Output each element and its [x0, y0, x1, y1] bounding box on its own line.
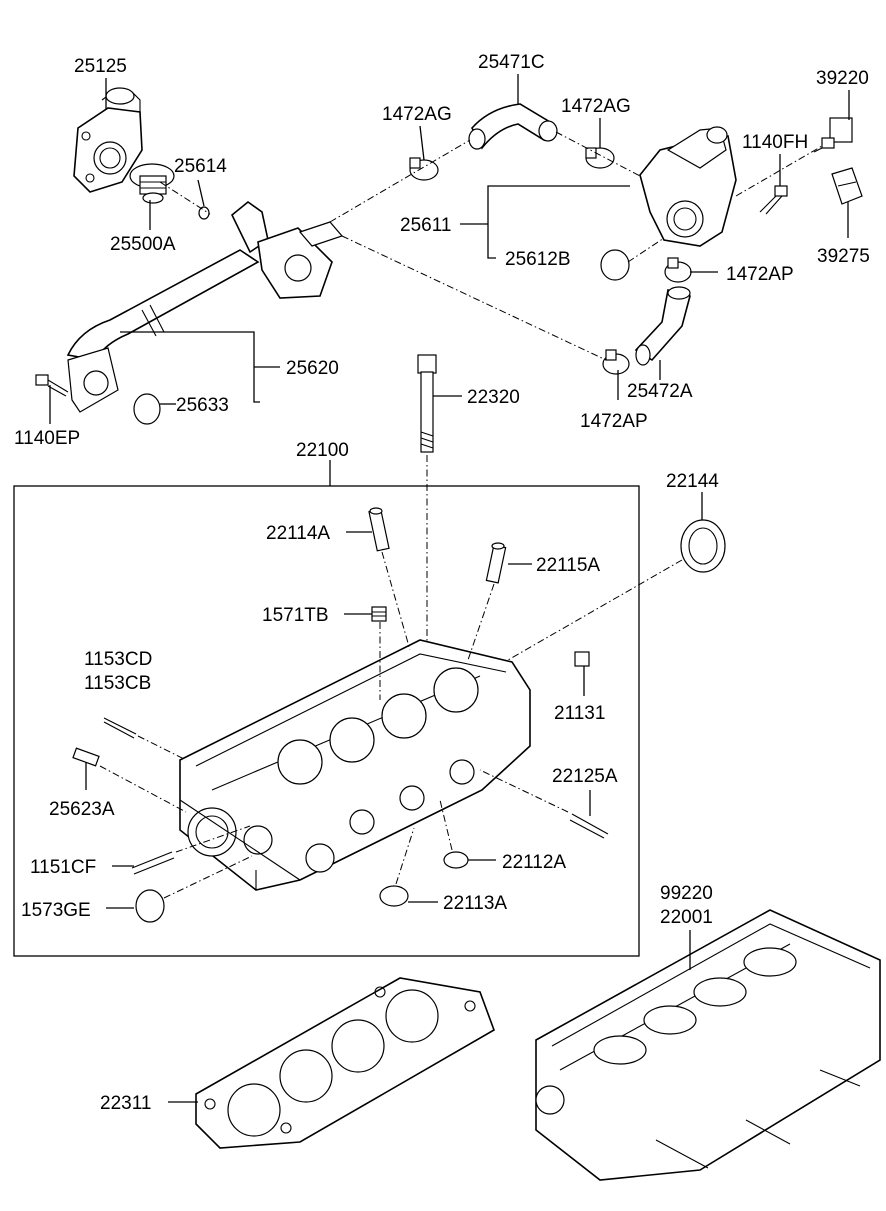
label-22112A: 22112A	[502, 852, 566, 873]
label-1472AG-left: 1472AG	[382, 104, 452, 125]
part-1140EP-bolt[interactable]	[35, 374, 69, 397]
label-22001: 22001	[660, 907, 713, 928]
part-25623A-dowel[interactable]	[72, 747, 100, 767]
dash-pipe-to-lower-hose	[341, 235, 607, 361]
label-25612B: 25612B	[505, 249, 571, 270]
label-25125: 25125	[74, 56, 127, 77]
label-1571TB: 1571TB	[262, 605, 329, 626]
dash-1151CF	[175, 825, 251, 853]
part-1472AP-clamp-lower[interactable]	[602, 349, 630, 375]
label-25611: 25611	[400, 215, 451, 236]
part-22115A-valve-guide[interactable]	[485, 542, 507, 584]
label-25472A: 25472A	[627, 381, 693, 402]
part-22125A-stud[interactable]	[569, 813, 609, 839]
label-22113A: 22113A	[443, 893, 507, 914]
part-22001-head-assembly[interactable]	[535, 909, 881, 1181]
dash-22125A	[479, 769, 569, 813]
label-99220: 99220	[660, 883, 713, 904]
part-1472AP-clamp-upper[interactable]	[664, 257, 692, 283]
label-22100: 22100	[296, 440, 349, 461]
part-22320-head-bolt[interactable]	[417, 354, 437, 453]
part-22311-head-gasket[interactable]	[195, 977, 495, 1149]
label-22125A: 22125A	[552, 766, 618, 787]
dash-22144	[507, 559, 683, 661]
part-39220-sensor[interactable]	[813, 117, 853, 153]
label-39275: 39275	[817, 246, 870, 267]
part-39275-clip[interactable]	[831, 167, 863, 205]
label-1153CD: 1153CD	[84, 649, 152, 670]
assembly-box-22100	[13, 485, 640, 957]
dash-sensor-to-housing	[735, 145, 823, 197]
dash-thermostat	[159, 181, 211, 215]
label-1472AP-lower: 1472AP	[580, 411, 648, 432]
dash-22112A	[439, 799, 453, 851]
part-1140FH-bolt[interactable]	[759, 185, 788, 215]
label-1140EP: 1140EP	[14, 428, 80, 449]
part-25620-pipe[interactable]	[66, 200, 344, 413]
part-1573GE-plug[interactable]	[135, 889, 165, 923]
label-25620: 25620	[286, 358, 339, 379]
part-25472A-hose[interactable]	[634, 286, 691, 366]
dash-hose-to-pipe	[329, 139, 471, 223]
part-22112A-seal[interactable]	[443, 851, 469, 869]
part-25612B-oring[interactable]	[600, 249, 630, 281]
label-25633: 25633	[176, 395, 229, 416]
label-1472AP-upper: 1472AP	[726, 264, 794, 285]
dash-1153CD	[137, 735, 187, 761]
part-1571TB-plug[interactable]	[371, 606, 387, 622]
leader-lines	[49, 74, 850, 1103]
part-25611-housing[interactable]	[639, 126, 737, 247]
dash-22115A	[467, 583, 495, 661]
label-1573GE: 1573GE	[21, 900, 91, 921]
part-1151CF-stud[interactable]	[131, 851, 175, 875]
label-25500A: 25500A	[110, 234, 176, 255]
part-22144-oil-seal[interactable]	[680, 519, 726, 573]
part-21131-plug[interactable]	[574, 651, 590, 667]
dash-hose-to-housing	[555, 131, 641, 177]
part-25633-oring[interactable]	[133, 393, 161, 425]
label-1153CB: 1153CB	[84, 673, 151, 694]
label-1472AG-right: 1472AG	[561, 96, 631, 117]
label-22320: 22320	[467, 387, 520, 408]
part-1153CD-stud[interactable]	[103, 717, 137, 739]
part-25500A-thermostat[interactable]	[129, 163, 175, 204]
label-25471C: 25471C	[478, 52, 545, 73]
part-25471C-hose[interactable]	[468, 103, 558, 150]
label-25614: 25614	[174, 156, 227, 177]
label-22311: 22311	[100, 1093, 151, 1114]
label-22114A: 22114A	[266, 523, 330, 544]
label-39220: 39220	[816, 68, 869, 89]
dash-oring-to-housing	[627, 237, 665, 263]
part-22114A-valve-guide[interactable]	[368, 507, 390, 552]
label-21131: 21131	[554, 703, 605, 724]
label-1140FH: 1140FH	[742, 132, 808, 153]
part-25125-housing[interactable]	[73, 87, 143, 193]
part-1472AG-clamp-right[interactable]	[585, 147, 615, 169]
dash-22114A	[381, 551, 411, 651]
part-22113A-seal[interactable]	[379, 885, 409, 907]
label-22144: 22144	[666, 471, 719, 492]
label-25623A: 25623A	[49, 799, 115, 820]
dash-25623A	[99, 765, 187, 813]
dash-1573GE	[163, 855, 253, 899]
part-25614-gasket[interactable]	[198, 206, 210, 220]
label-1151CF: 1151CF	[30, 857, 96, 878]
dash-22113A	[395, 827, 415, 885]
label-22115A: 22115A	[536, 555, 600, 576]
cylinder-head-22100[interactable]	[179, 639, 531, 891]
